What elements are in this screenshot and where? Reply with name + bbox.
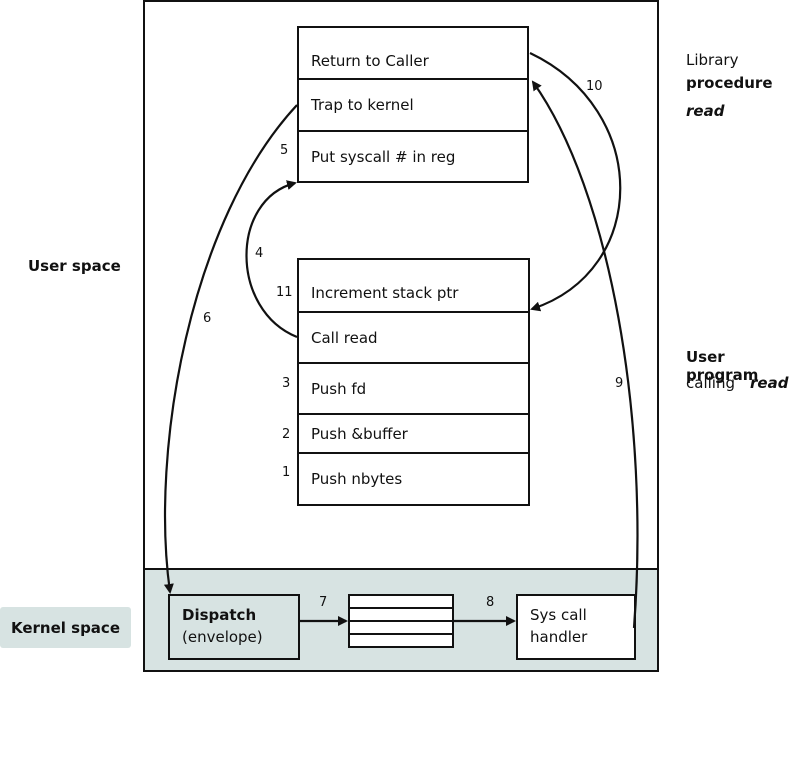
- library-label-line2: procedure: [686, 74, 773, 92]
- table-divider: [350, 620, 452, 622]
- kernel-space-label-text: Kernel space: [11, 618, 120, 637]
- step-8-label: 8: [486, 595, 495, 610]
- stack-cell-trap-to-kernel: Trap to kernel: [299, 78, 527, 130]
- stack-cell-return-to-caller: Return to Caller: [299, 28, 527, 80]
- dispatch-title: Dispatch: [182, 606, 257, 624]
- table-divider: [350, 633, 452, 635]
- library-label-line3: read: [686, 102, 725, 120]
- stack-cell-put-syscall: Put syscall # in reg: [299, 130, 527, 181]
- step-4-label: 4: [255, 246, 264, 261]
- table-divider: [350, 607, 452, 609]
- step-2-label: 2: [282, 427, 291, 442]
- cell-label: Return to Caller: [311, 52, 429, 70]
- user-program-label-line1: User program: [686, 348, 759, 384]
- step-6-label: 6: [203, 311, 212, 326]
- user-program-label-line2: calling: [686, 374, 735, 392]
- step-3-label: 3: [282, 376, 291, 391]
- cell-label: Increment stack ptr: [311, 284, 459, 302]
- stack-cell-increment-stack-ptr: Increment stack ptr: [299, 260, 528, 312]
- stack-cell-push-nbytes: Push nbytes: [299, 452, 528, 504]
- step-9-label: 9: [615, 376, 624, 391]
- cell-label: Push &buffer: [311, 425, 408, 443]
- step-11-label: 11: [276, 285, 293, 300]
- user-space-label: User space: [28, 257, 121, 275]
- sys-call-handler-box: Sys call handler: [516, 594, 636, 660]
- step-7-label: 7: [319, 595, 328, 610]
- step-5-label: 5: [280, 143, 289, 158]
- stack-cell-push-buffer: Push &buffer: [299, 413, 528, 453]
- handler-line2: handler: [530, 628, 588, 646]
- kernel-space-label: Kernel space: [0, 607, 131, 648]
- cell-label: Push nbytes: [311, 470, 403, 488]
- dispatch-table: [348, 594, 454, 648]
- cell-label: Put syscall # in reg: [311, 147, 456, 166]
- stack-cell-call-read: Call read: [299, 311, 528, 363]
- handler-line1: Sys call: [530, 606, 587, 624]
- cell-label: Trap to kernel: [311, 96, 414, 114]
- stack-cell-push-fd: Push fd: [299, 362, 528, 414]
- user-program-stack: Increment stack ptr Call read Push fd Pu…: [297, 258, 530, 506]
- step-1-label: 1: [282, 465, 291, 480]
- dispatch-subtitle: (envelope): [182, 628, 263, 646]
- library-procedure-stack: Return to Caller Trap to kernel Put sysc…: [297, 26, 529, 183]
- user-program-label-line3: read: [750, 374, 789, 392]
- dispatch-box: Dispatch (envelope): [168, 594, 300, 660]
- step-10-label: 10: [586, 79, 603, 94]
- cell-label: Push fd: [311, 380, 367, 398]
- library-label-line1: Library: [686, 51, 739, 69]
- cell-label: Call read: [311, 329, 378, 347]
